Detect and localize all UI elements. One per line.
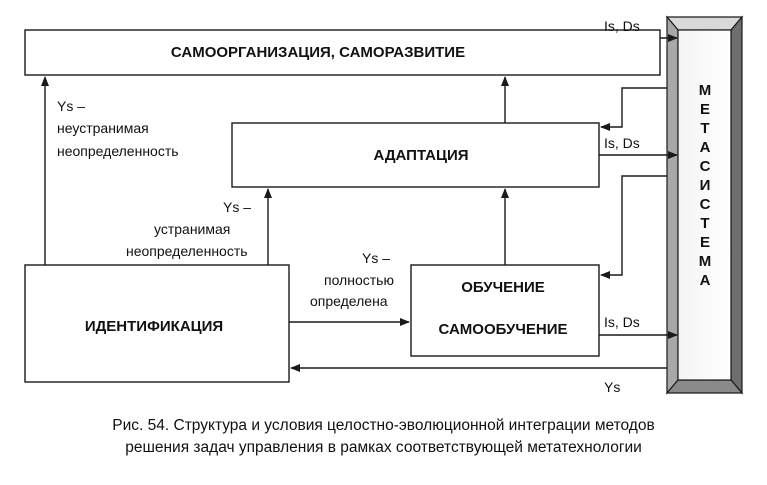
label-ys-removable-1: Ys – [223, 199, 251, 215]
adaptation-box [231, 122, 600, 188]
caption-line-1: Рис. 54. Структура и условия целостно-эв… [112, 417, 655, 434]
adaptation-title: АДАПТАЦИЯ [373, 147, 468, 164]
label-ys-defined-2: полностью [324, 272, 394, 288]
arrow-meta-to-adaptation [600, 87, 667, 131]
metasystem-letter: М [699, 253, 712, 270]
identification-title: ИДЕНТИФИКАЦИЯ [85, 318, 223, 335]
metasystem-letter: С [700, 196, 711, 213]
label-ys-removable-3: неопределенность [126, 243, 248, 259]
label-is-ds-low: Is, Ds [604, 314, 640, 330]
figure-caption: Рис. 54. Структура и условия целостно-эв… [0, 415, 767, 459]
self-organization-box [24, 29, 661, 76]
label-ys-defined-3: определена [310, 293, 388, 309]
label-ys-bottom: Ys [604, 379, 620, 395]
label-ys-irremovable-2: неустранимая [57, 120, 149, 136]
label-ys-defined-1: Ys – [362, 250, 390, 266]
metasystem-letter: М [699, 82, 712, 99]
label-is-ds-mid: Is, Ds [604, 135, 640, 151]
label-ys-removable-2: устранимая [154, 221, 230, 237]
metasystem-letter: Т [700, 215, 709, 232]
label-ys-irremovable-1: Ys – [57, 98, 85, 114]
metasystem-letter: С [700, 158, 711, 175]
metasystem-letter: И [700, 177, 711, 194]
learning-box [410, 264, 600, 357]
metasystem-letter: Т [700, 120, 709, 137]
label-is-ds-top: Is, Ds [604, 18, 640, 34]
identification-box [24, 264, 290, 383]
arrow-meta-to-learning [600, 175, 667, 279]
metasystem-letter: А [700, 272, 711, 289]
self-learning-title: САМООБУЧЕНИЕ [438, 321, 567, 338]
metasystem-letter: Е [700, 234, 710, 251]
self-organization-title: САМООРГАНИЗАЦИЯ, САМОРАЗВИТИЕ [171, 44, 465, 61]
label-ys-irremovable-3: неопределенность [57, 143, 179, 159]
learning-title: ОБУЧЕНИЕ [461, 279, 545, 296]
metasystem-letter: А [700, 139, 711, 156]
metasystem-letter: Е [700, 101, 710, 118]
caption-line-2: решения задач управления в рамках соотве… [125, 439, 642, 456]
